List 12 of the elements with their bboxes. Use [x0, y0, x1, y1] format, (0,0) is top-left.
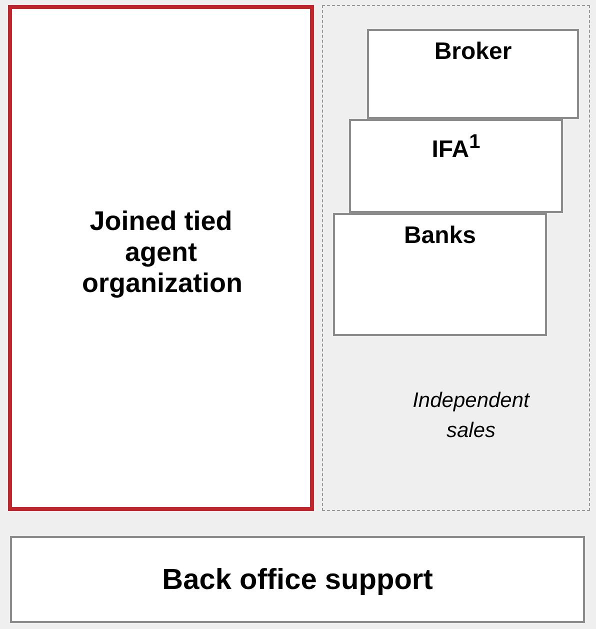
organization-box	[8, 5, 314, 511]
card-title: Banks	[402, 223, 478, 249]
card-title: IFA$^{1}$	[430, 130, 482, 163]
support-box	[10, 536, 585, 623]
panel-caption: Independent sales	[412, 388, 531, 444]
card-title: Broker	[433, 39, 513, 65]
channel-card	[349, 119, 563, 213]
dashed-panel	[322, 5, 590, 511]
channel-card	[367, 29, 579, 119]
channel-card	[333, 213, 547, 336]
box-title: Back office support	[161, 564, 434, 597]
box-title: Joined tied agent organization	[82, 206, 240, 299]
